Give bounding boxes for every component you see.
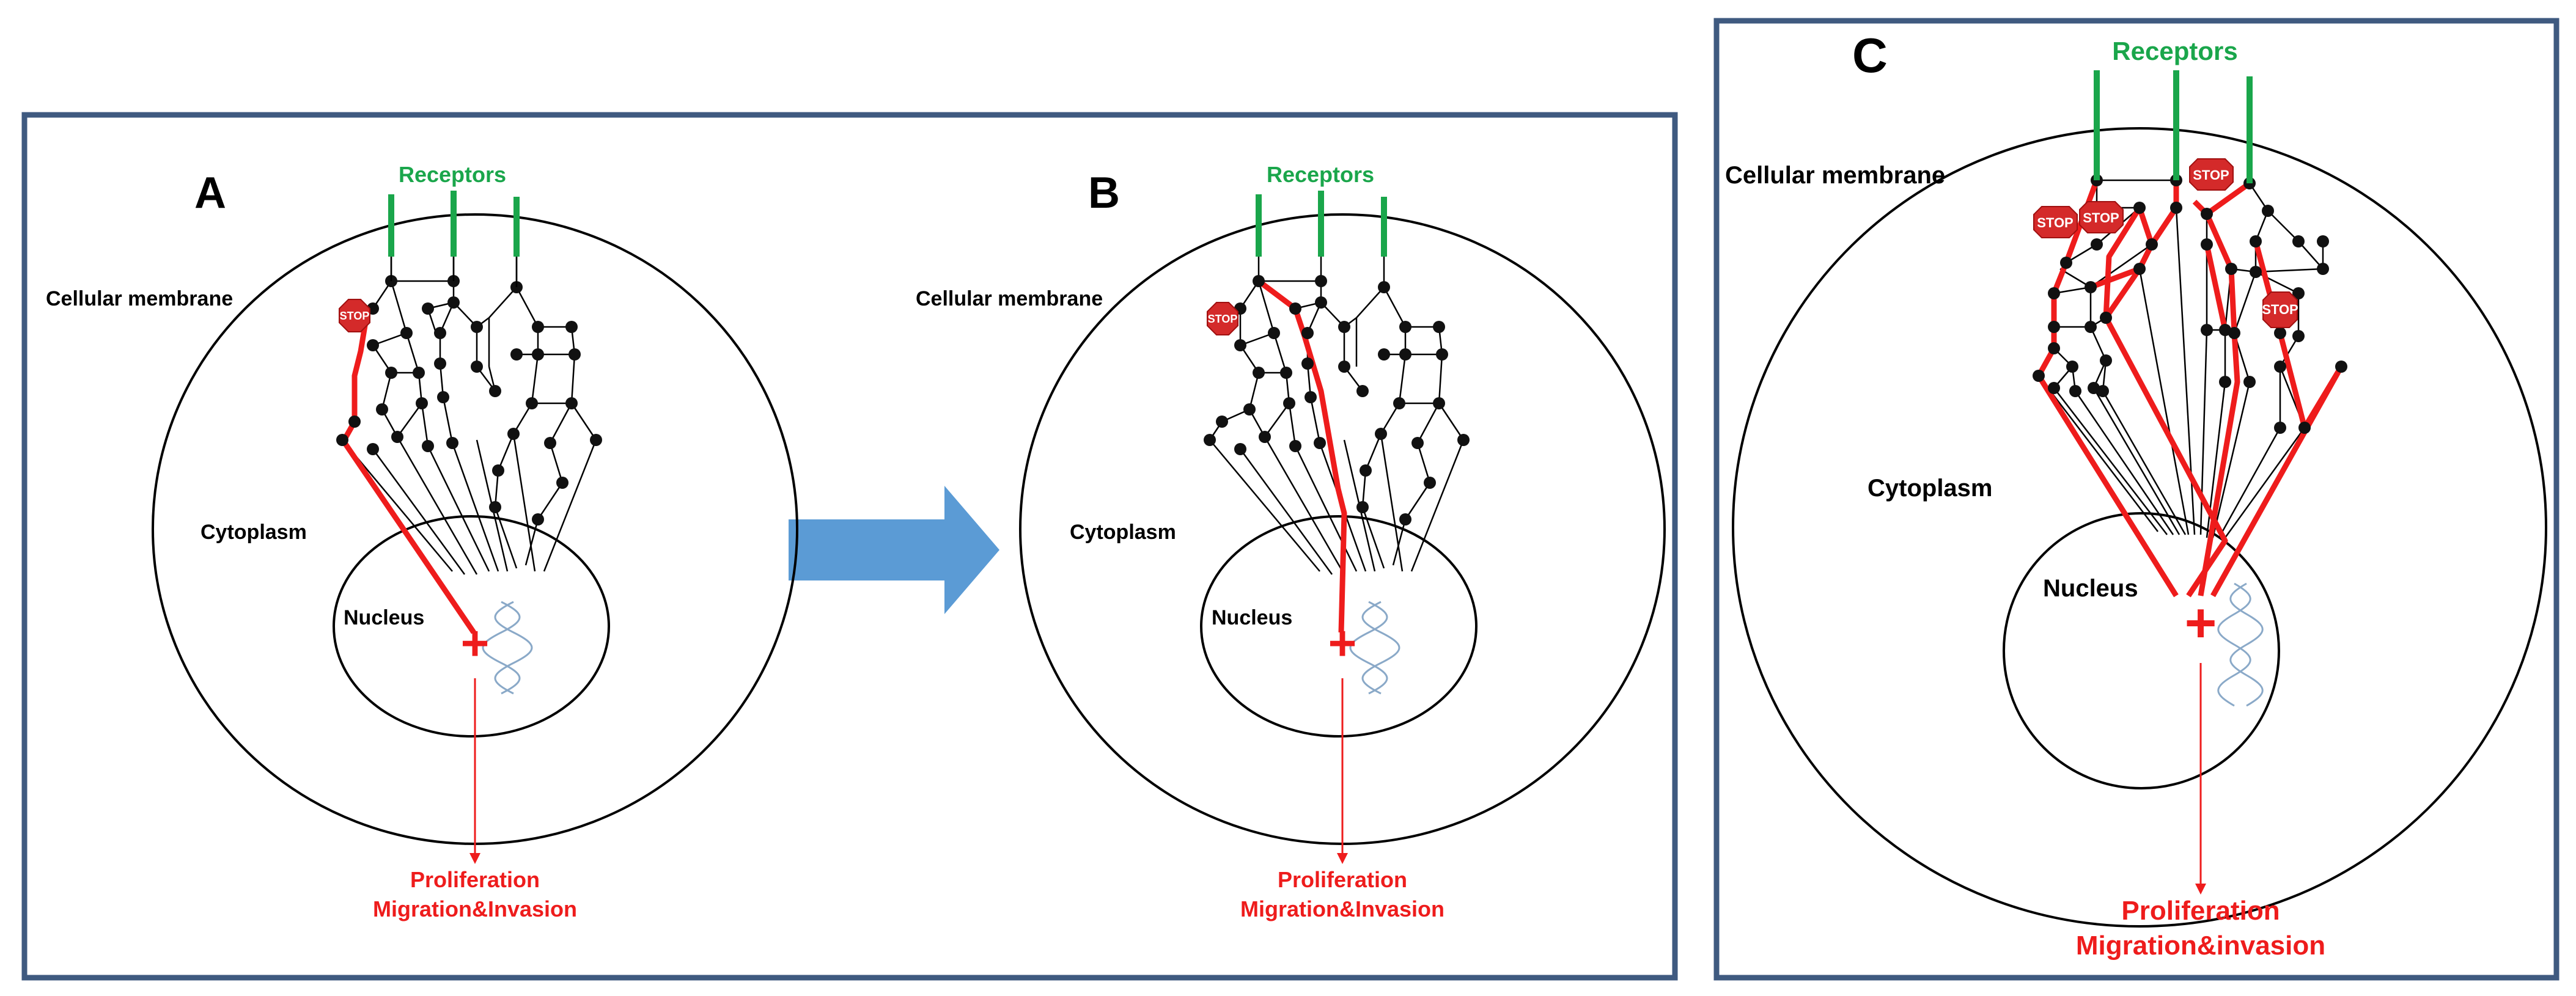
outcome-line2: Migration&invasion bbox=[2076, 931, 2325, 961]
membrane-label: Cellular membrane bbox=[916, 287, 1103, 310]
cell-membrane bbox=[1732, 127, 2547, 928]
outcome-line1: Proliferation bbox=[410, 867, 540, 892]
nucleus-outline bbox=[2003, 512, 2280, 789]
signal-path-red bbox=[340, 314, 476, 634]
nucleus-label: Nucleus bbox=[2043, 575, 2138, 602]
stop-sign: STOP bbox=[2262, 291, 2298, 328]
stop-sign-label: STOP bbox=[2193, 167, 2229, 183]
stop-sign: STOP bbox=[1207, 302, 1238, 335]
stop-sign-label: STOP bbox=[2083, 210, 2119, 225]
panel-letter: B bbox=[1088, 169, 1120, 218]
membrane-label: Cellular membrane bbox=[1725, 162, 1945, 189]
stop-sign-label: STOP bbox=[2262, 302, 2298, 317]
network-nodes bbox=[1204, 275, 1470, 525]
receptor-bars bbox=[388, 191, 520, 257]
receptors-label: Receptors bbox=[1267, 162, 1374, 187]
panel-b: STOP + B Receptors Cellular membrane Cyt… bbox=[916, 162, 1666, 921]
dna-helix-icon bbox=[482, 601, 533, 695]
panel-ab-frame bbox=[21, 112, 1678, 981]
plus-sign: + bbox=[1328, 616, 1357, 670]
panel-a: STOP + A Receptors Cellular membrane Cyt… bbox=[46, 162, 798, 921]
outcome-line1: Proliferation bbox=[1278, 867, 1407, 892]
panel-c: STOP STOP STOP STOP + C Receptors Cellul… bbox=[1725, 28, 2547, 961]
dna-helix-icon bbox=[1349, 601, 1400, 695]
plus-sign: + bbox=[2185, 593, 2217, 654]
dna-helix-icon bbox=[2217, 582, 2264, 707]
stop-sign-label: STOP bbox=[2037, 215, 2074, 230]
nucleus-label: Nucleus bbox=[1212, 606, 1292, 629]
plus-sign: + bbox=[461, 616, 490, 670]
svg-text:+: + bbox=[2185, 593, 2217, 654]
network-edges bbox=[342, 257, 597, 575]
receptor-bars bbox=[1256, 191, 1387, 257]
stop-sign-label: STOP bbox=[1208, 313, 1238, 325]
membrane-label: Cellular membrane bbox=[46, 287, 233, 310]
network-nodes bbox=[2033, 174, 2347, 434]
network-edges bbox=[2038, 179, 2342, 538]
nucleus-outline bbox=[1200, 515, 1478, 738]
svg-text:+: + bbox=[1328, 616, 1357, 670]
outcome-line2: Migration&Invasion bbox=[373, 896, 577, 921]
receptor-bars bbox=[2094, 70, 2253, 183]
network-nodes bbox=[336, 275, 602, 525]
cytoplasm-label: Cytoplasm bbox=[1070, 521, 1176, 544]
stop-sign-label: STOP bbox=[340, 310, 370, 322]
outcome-line1: Proliferation bbox=[2121, 896, 2280, 926]
nucleus-label: Nucleus bbox=[344, 606, 424, 629]
outcome-line2: Migration&Invasion bbox=[1240, 896, 1444, 921]
transition-arrow bbox=[789, 486, 999, 614]
stop-sign: STOP bbox=[2189, 158, 2234, 191]
receptors-label: Receptors bbox=[2112, 37, 2237, 65]
cytoplasm-label: Cytoplasm bbox=[1868, 475, 1993, 502]
panel-letter: A bbox=[194, 169, 226, 218]
nucleus-outline bbox=[333, 515, 610, 738]
panel-letter: C bbox=[1852, 28, 1888, 82]
receptors-label: Receptors bbox=[399, 162, 506, 187]
receptor-stubs bbox=[390, 257, 518, 287]
svg-text:+: + bbox=[461, 616, 490, 670]
network-edges bbox=[1209, 257, 1465, 575]
stop-sign: STOP bbox=[2033, 206, 2078, 238]
cytoplasm-label: Cytoplasm bbox=[201, 521, 307, 544]
stop-sign: STOP bbox=[339, 299, 370, 332]
panel-c-frame bbox=[1713, 18, 2559, 981]
stop-sign: STOP bbox=[2079, 201, 2124, 233]
